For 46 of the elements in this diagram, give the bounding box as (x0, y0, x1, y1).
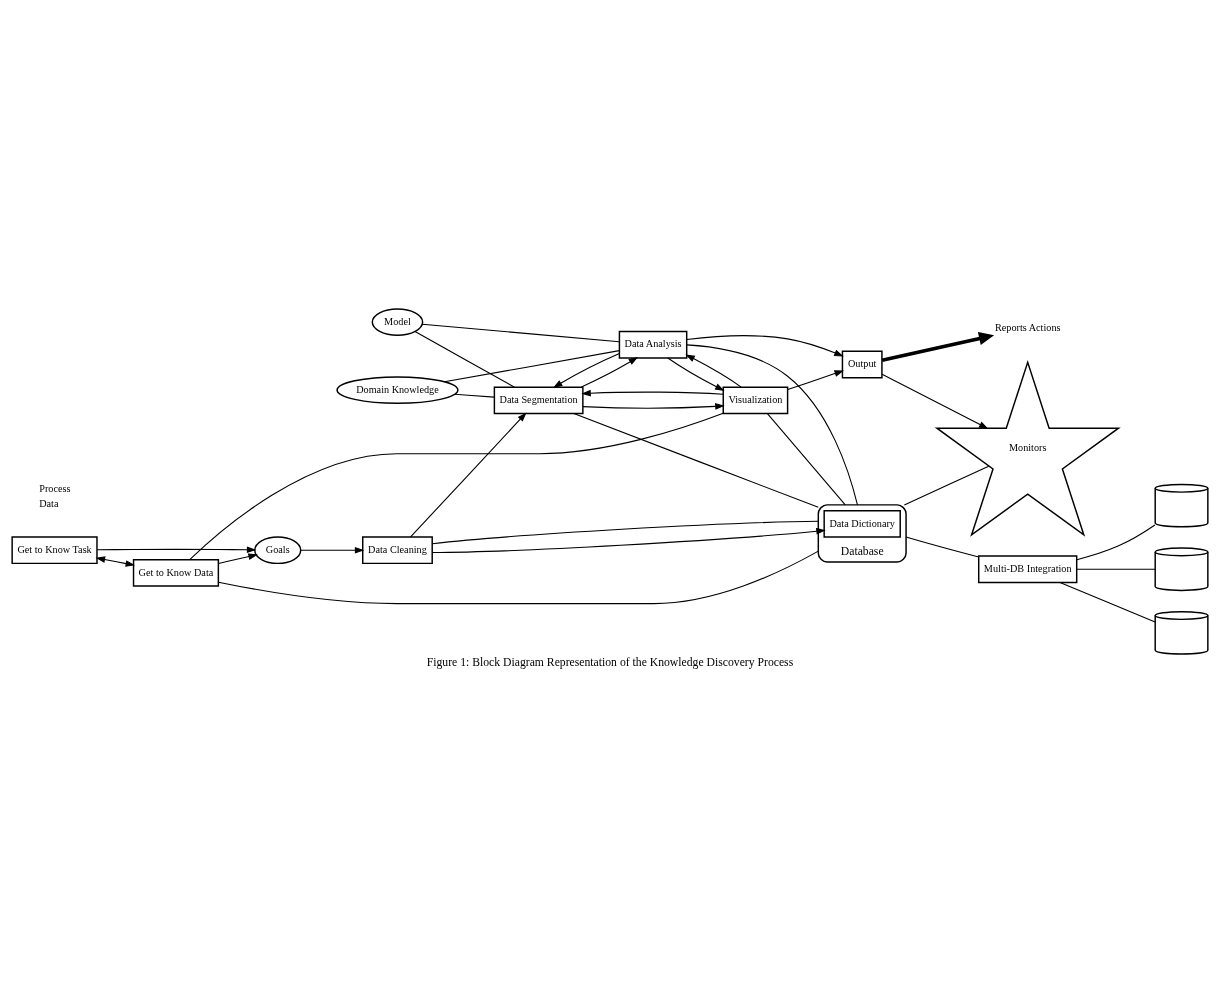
node-box: Data Cleaning (362, 536, 433, 565)
node-box: Get to Know Task (11, 536, 98, 565)
arrow (96, 546, 257, 554)
connector (454, 393, 495, 398)
connector (421, 323, 620, 343)
arrow (552, 352, 620, 388)
arrow (881, 373, 989, 429)
legend-label: Process (39, 482, 71, 494)
arrow (95, 556, 136, 567)
arrow (410, 412, 527, 538)
arrow (580, 357, 639, 388)
connector (443, 350, 620, 383)
arrow (300, 546, 365, 554)
connector (1059, 581, 1156, 623)
arrow (582, 403, 725, 410)
node-box: Get to Know Data (132, 559, 220, 587)
arrow (881, 332, 995, 362)
arrow (685, 354, 742, 388)
node-ellipse: Domain Knowledge (336, 376, 459, 404)
arrow (218, 553, 258, 564)
arrow (686, 335, 844, 357)
arrow (431, 527, 826, 554)
caption: Figure 1: Block Diagram Representation of the Knowledge Discovery Process (426, 656, 794, 670)
connector (189, 412, 724, 561)
connector (414, 330, 515, 388)
connector (217, 550, 819, 605)
connector (905, 536, 980, 558)
arrow (581, 389, 724, 397)
node-box: Data Analysis (618, 330, 688, 359)
node-box: Data Dictionary (823, 510, 901, 538)
connector (431, 520, 819, 545)
node-box: Visualization (722, 386, 789, 415)
node-ellipse: Goals (254, 536, 302, 565)
connector (573, 413, 819, 508)
connector (766, 413, 846, 506)
arrow (787, 370, 844, 391)
arrow (667, 357, 725, 391)
legend-label: Data (39, 498, 59, 510)
node-text: Reports Actions (994, 321, 1061, 333)
node-ellipse: Model (371, 308, 424, 336)
connector (686, 344, 858, 506)
node-box: Data Segmentation (493, 386, 584, 415)
connector (1076, 524, 1156, 561)
node-box: Multi-DB Integration (978, 555, 1078, 584)
node-box: Output (841, 350, 883, 379)
connector (1076, 568, 1156, 570)
